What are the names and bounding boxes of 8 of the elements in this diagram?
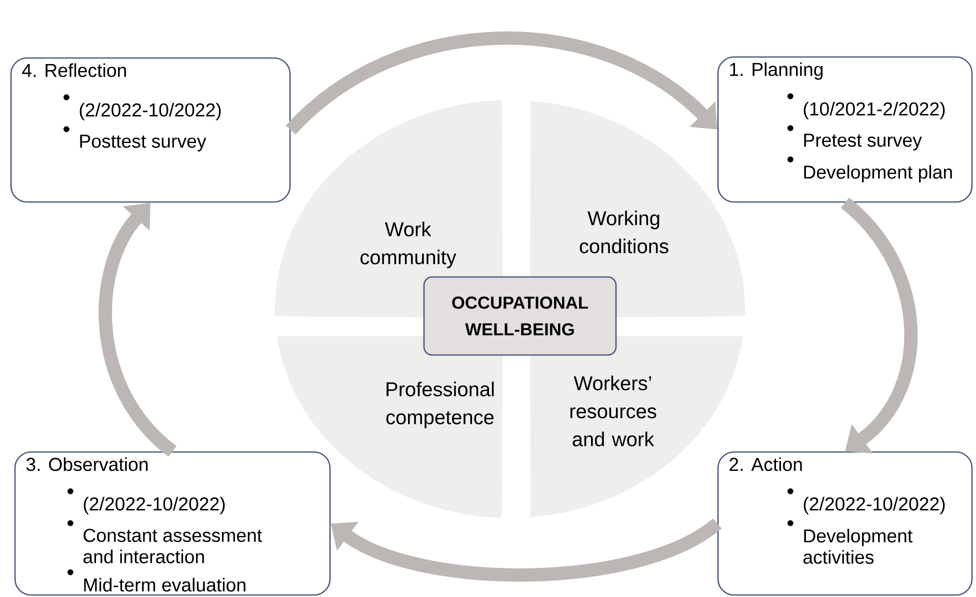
curved-arrow [286, 32, 718, 135]
title-box: OCCUPATIONAL WELL-BEING [423, 276, 617, 356]
quadrant: Professional competence [277, 336, 503, 518]
step-box: 2. Action (2/2022-10/2022) Development activities [717, 451, 973, 596]
step-box: 3. Observation (2/2022-10/2022) Constant assessment and interaction Mid-term evaluation [14, 451, 331, 596]
step-box: 4. Reflection (2/2022-10/2022) Posttest survey [10, 57, 291, 203]
curved-arrow [840, 198, 918, 454]
step-box: 1. Planning (10/2021-2/2022) Pretest survey Development plan [717, 56, 973, 203]
